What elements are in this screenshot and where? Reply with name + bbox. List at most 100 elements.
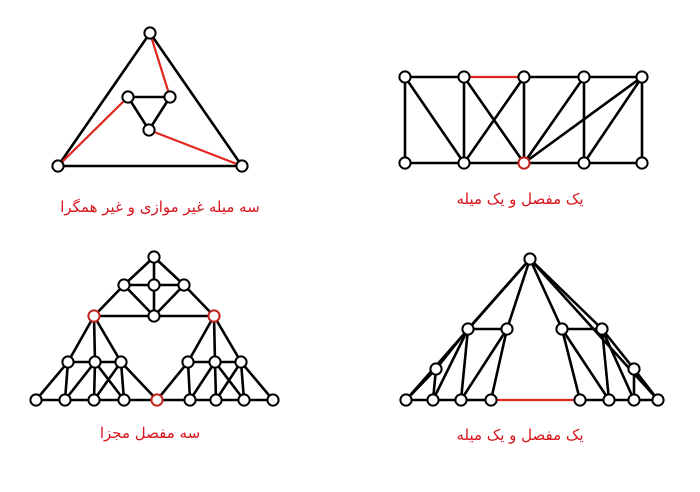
truss-4-member [560,327,611,402]
truss-3-member [152,255,186,287]
truss-2-joint [577,156,591,170]
truss-1-joint [121,90,135,104]
truss-4-member [434,327,470,371]
truss-4-member [404,367,438,402]
truss-1-member [56,31,152,168]
truss-3-joint [147,278,161,292]
truss-3-joint [87,393,101,407]
truss-3-joint [209,393,223,407]
truss-2-joint [457,156,471,170]
truss-4-member [489,327,509,402]
truss-2-member [582,75,644,165]
truss-2-joint [577,70,591,84]
truss-3-member [188,360,217,402]
truss-3-joint [117,393,131,407]
truss-4-member [459,327,509,402]
truss-3-member [186,314,216,364]
truss-4-joint [429,362,443,376]
truss-3-member [182,283,216,318]
truss-3-member [63,360,97,402]
truss-2-hinge-joint [517,156,531,170]
truss-4-member [459,327,470,402]
truss-4-joint [595,322,609,336]
truss-3-member [152,283,186,318]
truss-4-joint [627,362,641,376]
truss-3-member [212,314,217,364]
truss-4-joint [484,393,498,407]
truss-3-member [92,283,126,318]
truss-3-joint [29,393,43,407]
truss-3-joint [266,393,280,407]
truss-1-joint [143,26,157,40]
truss-4-member [560,327,582,402]
truss-4-joint [399,393,413,407]
truss-3-member [214,360,243,402]
truss-3-member [92,360,123,402]
truss-3-joint [58,393,72,407]
truss-3-joint [114,355,128,369]
truss-3-member [122,283,156,318]
truss-3-joint [208,355,222,369]
truss-1-joint [142,123,156,137]
caption-hinge-and-bar-top: یک مفصل و یک میله [456,190,584,208]
truss-4-member [528,257,564,331]
truss-3-member [212,314,243,364]
truss-2-joint [635,156,649,170]
truss-4-joint [555,322,569,336]
truss-3-hinge-joint [150,393,164,407]
truss-3-member [34,360,70,402]
truss-4-joint [573,393,587,407]
truss-2-member [522,75,586,165]
truss-4-joint [627,393,641,407]
truss-2-rectangular-truss [398,70,649,170]
truss-2-member [462,75,526,165]
caption-three-hinges: سه مفصل مجزا [99,424,201,442]
truss-2-joint [517,70,531,84]
truss-4-member [600,327,636,371]
truss-2-member [403,75,466,165]
truss-3-hinge-joint [87,309,101,323]
truss-4-joint [651,393,665,407]
truss-4-gable-truss [399,252,665,407]
truss-3-member [239,360,275,402]
truss-3-joint [183,393,197,407]
truss-3-hinge-joint [207,309,221,323]
truss-4-joint [500,322,514,336]
truss-3-joint [181,355,195,369]
truss-4-joint [454,393,468,407]
truss-1-highlighted-member [147,128,244,168]
truss-3-member [155,360,190,402]
truss-3-joint [61,355,75,369]
truss-1-joint [163,90,177,104]
truss-3-joint [177,278,191,292]
truss-4-member [431,327,470,402]
truss-3-joint [88,355,102,369]
truss-4-member [600,327,611,402]
truss-1-highlighted-member [148,31,172,99]
truss-3-member [92,314,97,364]
truss-3-three-hinge-truss [29,250,280,407]
truss-3-member [93,360,126,402]
truss-2-member [522,75,644,165]
truss-4-joint [426,393,440,407]
truss-3-joint [234,355,248,369]
truss-1-highlighted-member [56,95,130,168]
truss-3-joint [147,309,161,323]
truss-3-joint [237,393,251,407]
truss-3-joint [117,278,131,292]
truss-4-joint [461,322,475,336]
truss-3-member [66,314,96,364]
truss-2-joint [457,70,471,84]
truss-1-triangle-in-triangle [51,26,249,173]
caption-three-bars: سه میله غیر موازی و غیر همگرا [60,198,260,216]
truss-3-member [92,314,123,364]
truss-1-joint [51,159,65,173]
truss-3-joint [147,250,161,264]
truss-2-joint [398,156,412,170]
truss-1-member [148,31,244,168]
truss-2-joint [635,70,649,84]
truss-4-member [528,257,604,331]
truss-4-joint [523,252,537,266]
truss-2-joint [398,70,412,84]
